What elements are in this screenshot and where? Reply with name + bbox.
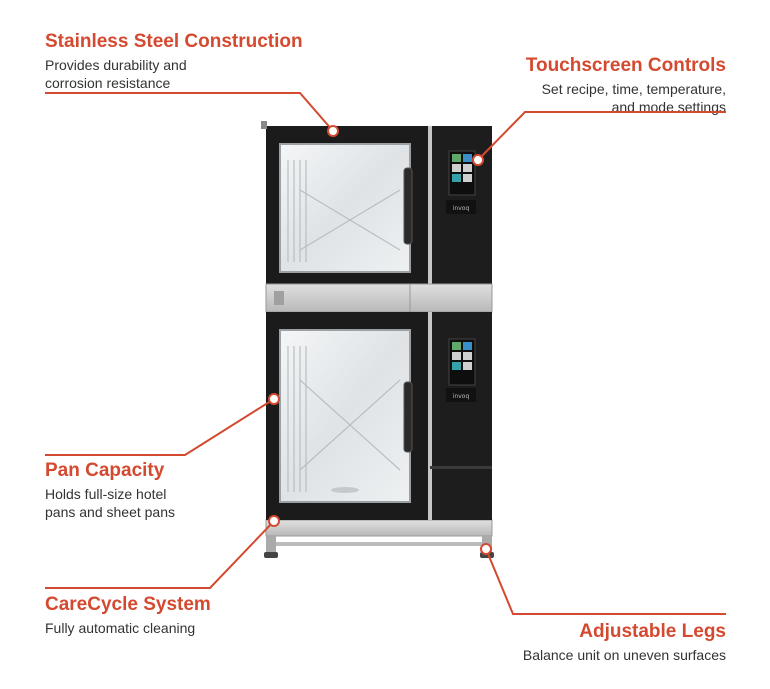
upper-oven: invoq <box>261 121 492 284</box>
callout-title: Touchscreen Controls <box>525 55 726 76</box>
leader-dots <box>268 125 492 555</box>
callout-description: Provides durability and corrosion resist… <box>45 57 187 91</box>
callout-stainless-steel: Stainless Steel Construction Provides du… <box>45 30 365 92</box>
leader-touchscreen <box>477 111 726 161</box>
middle-band <box>265 283 493 313</box>
callout-description: Holds full-size hotel pans and sheet pan… <box>45 486 175 520</box>
upper-window <box>279 143 411 273</box>
leader-adjustable-legs <box>485 548 726 615</box>
leg-foot-left <box>264 552 278 558</box>
callout-title: Stainless Steel Construction <box>45 31 303 52</box>
leader-stainless-steel <box>45 92 334 132</box>
callout-title: CareCycle System <box>45 594 211 615</box>
callout-adjustable-legs: Adjustable Legs Balance unit on uneven s… <box>430 620 726 664</box>
lower-window <box>279 329 411 503</box>
callout-carecycle: CareCycle System Fully automatic cleanin… <box>45 593 305 637</box>
callout-description: Balance unit on uneven surfaces <box>522 647 726 663</box>
callout-title: Pan Capacity <box>45 460 165 481</box>
stand <box>264 519 494 558</box>
callout-title: Adjustable Legs <box>579 621 726 642</box>
brand-logo-upper: invoq <box>453 205 470 212</box>
leader-carecycle <box>45 520 275 589</box>
lower-handle <box>403 381 413 453</box>
brand-logo-lower: invoq <box>453 393 470 400</box>
callout-description: Fully automatic cleaning <box>45 620 196 636</box>
lower-oven: invoq <box>266 312 492 520</box>
upper-handle <box>403 167 413 245</box>
leader-pan-capacity <box>45 398 275 456</box>
callout-pan-capacity: Pan Capacity Holds full-size hotel pans … <box>45 459 305 521</box>
leader-lines <box>45 92 726 615</box>
